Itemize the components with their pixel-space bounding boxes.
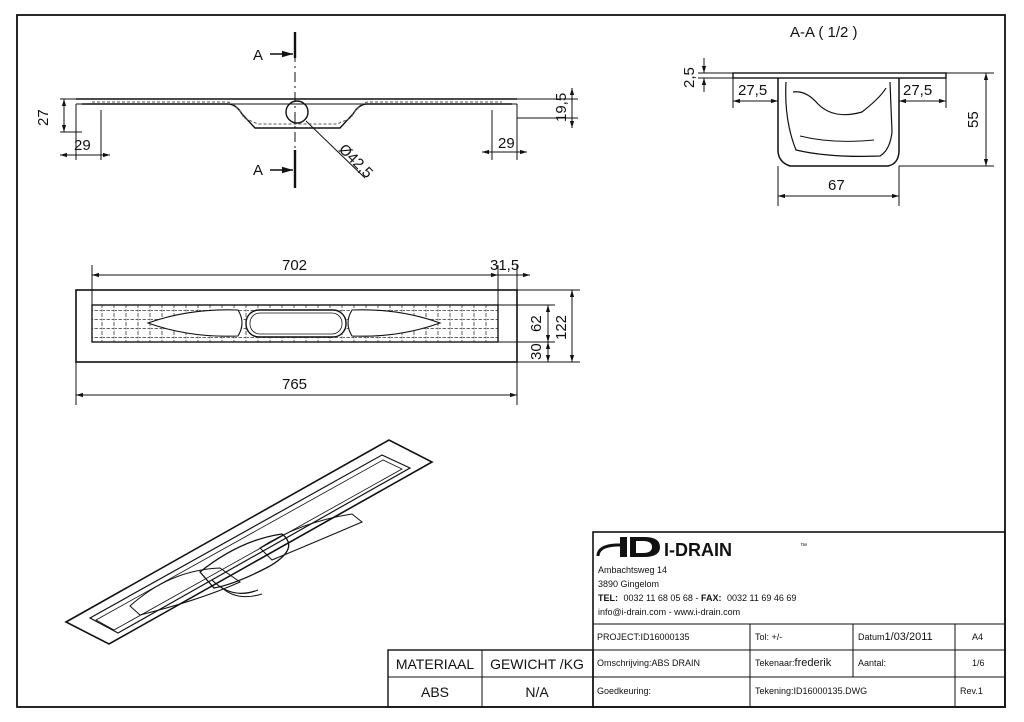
tel-value: 0032 11 68 05 68 bbox=[624, 593, 693, 603]
section-view bbox=[698, 58, 994, 206]
format-field: A4 bbox=[972, 632, 983, 642]
contact-line: TEL: 0032 11 68 05 68 - FAX: 0032 11 69 … bbox=[598, 593, 796, 603]
date-value: 1/03/2011 bbox=[885, 631, 933, 643]
drawing-border bbox=[16, 14, 1006, 708]
dim-section-width: 67 bbox=[828, 177, 845, 194]
revision-field: Rev.1 bbox=[960, 686, 983, 696]
dim-top-total-length: 765 bbox=[282, 376, 307, 393]
tel-label: TEL: bbox=[598, 593, 618, 603]
dim-top-side-width: 30 bbox=[528, 343, 545, 360]
fax-value: 0032 11 69 46 69 bbox=[727, 593, 796, 603]
dim-section-height: 55 bbox=[965, 111, 982, 128]
project-field: PROJECT:ID16000135 bbox=[597, 632, 690, 642]
trademark-mark: ™ bbox=[800, 543, 807, 550]
tolerance-field: Tol: +/- bbox=[755, 632, 782, 642]
drafter-field: Tekenaar:frederik bbox=[755, 657, 832, 669]
quantity-field: Aantal: bbox=[858, 658, 886, 668]
section-title: A-A ( 1/2 ) bbox=[790, 24, 858, 41]
dim-top-grate-width: 62 bbox=[528, 315, 545, 332]
section-marker-bottom: A bbox=[253, 162, 263, 179]
dim-top-end-offset: 31,5 bbox=[490, 257, 519, 274]
drafter-value: frederik bbox=[795, 657, 832, 669]
fax-label: FAX: bbox=[701, 593, 722, 603]
dim-side-right-h: 19,5 bbox=[553, 93, 570, 122]
date-label: Datum bbox=[858, 632, 885, 642]
dim-side-left-w: 29 bbox=[74, 137, 91, 154]
drafter-label: Tekenaar: bbox=[755, 658, 795, 668]
sheet-number: 1/6 bbox=[972, 658, 985, 668]
dim-top-grate-length: 702 bbox=[282, 257, 307, 274]
dim-section-flange-right: 27,5 bbox=[903, 82, 932, 99]
dim-top-total-width: 122 bbox=[553, 315, 570, 340]
address-line2: 3890 Gingelom bbox=[598, 579, 659, 589]
dim-side-right-w: 29 bbox=[498, 135, 515, 152]
top-view bbox=[75, 265, 580, 405]
material-value: ABS bbox=[421, 684, 449, 700]
description-field: Omschrijving:ABS DRAIN bbox=[597, 658, 700, 668]
weight-value: N/A bbox=[525, 684, 549, 700]
contact-separator: - bbox=[695, 593, 701, 603]
title-block bbox=[387, 531, 1006, 708]
side-view bbox=[60, 32, 578, 188]
drawing-file-field: Tekening:ID16000135.DWG bbox=[755, 686, 867, 696]
address-line1: Ambachtsweg 14 bbox=[598, 565, 667, 575]
section-marker-top: A bbox=[253, 47, 263, 64]
dim-section-flange-h: 2,5 bbox=[681, 67, 698, 88]
brand-name: I-DRAIN bbox=[664, 540, 732, 560]
i-drain-logo: I-DRAIN ™ bbox=[596, 537, 807, 560]
dim-side-left-h: 27 bbox=[35, 109, 52, 126]
isometric-view bbox=[64, 439, 434, 645]
weight-header: GEWICHT /KG bbox=[490, 656, 584, 672]
material-header: MATERIAAL bbox=[396, 656, 475, 672]
dim-section-flange-left: 27,5 bbox=[738, 82, 767, 99]
approval-field: Goedkeuring: bbox=[597, 686, 651, 696]
dim-outlet-diameter: Ø42,5 bbox=[335, 141, 376, 182]
web-line: info@i-drain.com - www.i-drain.com bbox=[598, 607, 740, 617]
date-field: Datum1/03/2011 bbox=[858, 631, 933, 643]
